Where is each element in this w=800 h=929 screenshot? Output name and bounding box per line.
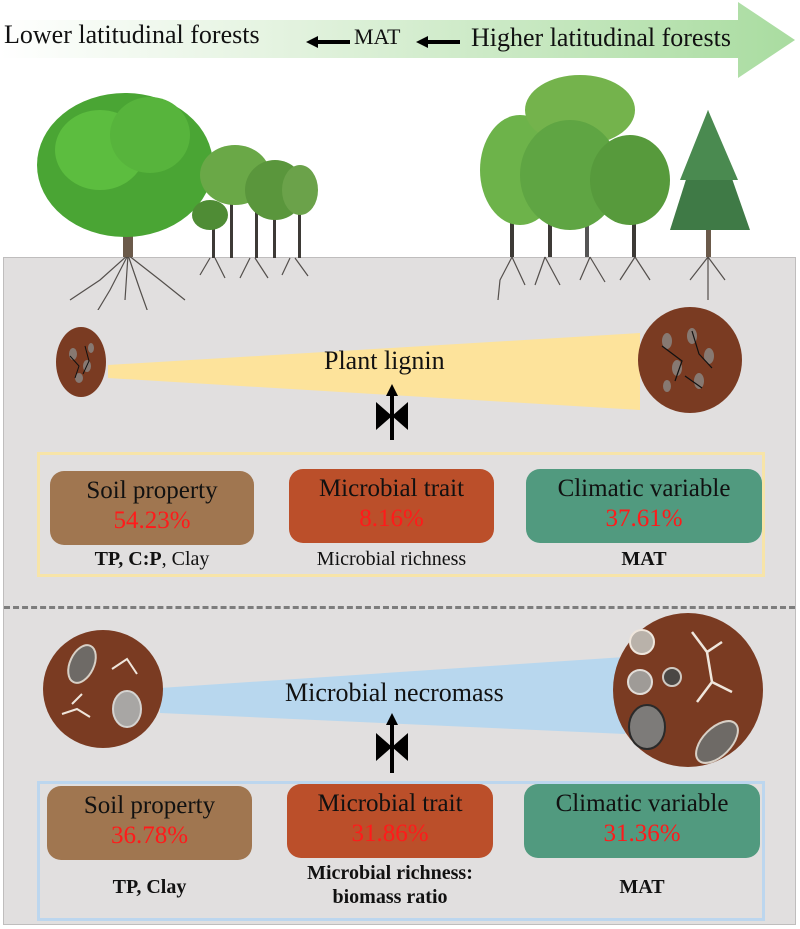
- necromass-climate-drivers: MAT: [619, 876, 665, 898]
- box-title: Soil property: [86, 477, 218, 504]
- box-value: 54.23%: [113, 507, 191, 534]
- microbes-large-icon: [613, 613, 763, 767]
- mat-label: MAT: [354, 24, 401, 49]
- soil-particle-small-icon: [56, 327, 106, 397]
- box-value: 8.16%: [359, 505, 424, 532]
- box-title: Climatic variable: [557, 475, 731, 502]
- box-title: Microbial trait: [317, 790, 463, 817]
- higher-latitude-label: Higher latitudinal forests: [471, 23, 731, 52]
- box-value: 37.61%: [605, 505, 683, 532]
- lignin-drivers-frame: [37, 452, 765, 577]
- lignin-microbial-trait-box: Microbial trait 8.16%: [289, 469, 494, 543]
- left-arrow-icon: [416, 36, 460, 48]
- lower-latitude-label: Lower latitudinal forests: [4, 20, 260, 49]
- lignin-microbial-drivers: Microbial richness: [316, 548, 467, 570]
- influence-arrow-icon: [376, 713, 408, 773]
- soil-particle-large-icon: [638, 307, 742, 413]
- necromass-microbial-drivers: Microbial richness: biomass ratio: [307, 862, 473, 908]
- necromass-soil-drivers: TP, Clay: [112, 876, 187, 898]
- box-title: Soil property: [83, 792, 216, 819]
- box-value: 31.86%: [351, 820, 429, 847]
- higher-latitude-trees: [480, 75, 750, 301]
- left-arrow-icon: [306, 36, 350, 48]
- necromass-microbial-trait-box: Microbial trait 31.86%: [287, 784, 493, 858]
- lignin-soil-drivers: TP, C:P, Clay: [94, 548, 210, 570]
- latitude-gradient-arrow: [0, 2, 795, 78]
- lower-latitude-trees: [37, 93, 318, 310]
- lignin-soil-property-box: Soil property 54.23%: [50, 471, 254, 545]
- lignin-cone: [108, 333, 640, 410]
- necromass-drivers-frame: [37, 781, 765, 921]
- influence-arrow-icon: [376, 384, 408, 440]
- microbial-necromass-label: Microbial necromass: [285, 678, 504, 707]
- box-title: Microbial trait: [318, 475, 465, 502]
- forest-illustration: [37, 75, 750, 310]
- tree-roots-icon: [69, 254, 309, 310]
- plant-lignin-label: Plant lignin: [324, 346, 445, 375]
- box-value: 31.36%: [603, 820, 681, 847]
- necromass-climatic-variable-box: Climatic variable 31.36%: [524, 784, 760, 858]
- lignin-climate-drivers: MAT: [621, 548, 667, 570]
- necromass-cone: [160, 657, 625, 734]
- box-title: Climatic variable: [555, 790, 729, 817]
- lignin-climatic-variable-box: Climatic variable 37.61%: [526, 469, 762, 543]
- box-value: 36.78%: [110, 822, 189, 849]
- section-divider: [4, 606, 795, 609]
- necromass-soil-property-box: Soil property 36.78%: [47, 786, 252, 860]
- microbes-small-icon: [43, 630, 163, 748]
